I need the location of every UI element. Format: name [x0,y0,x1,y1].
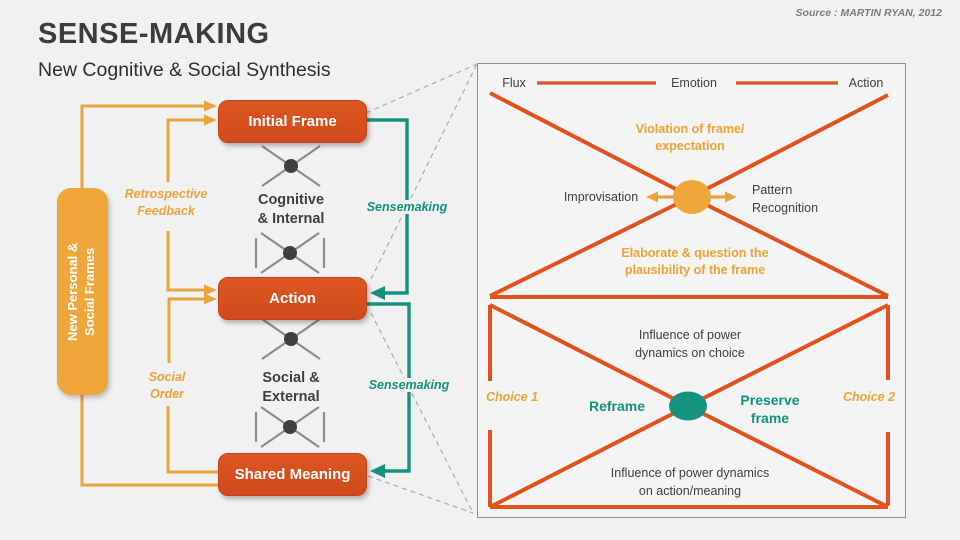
sensemaking-label-top: Sensemaking [363,200,451,214]
reframe-node [669,391,707,421]
choice-2-label: Choice 2 [842,390,896,404]
action-box: Action [218,277,367,320]
emotion-label: Emotion [671,76,717,90]
elaborate-label: Elaborate & question the plausibility of… [621,246,769,277]
improvisation-label: Improvisation [563,190,639,204]
panel-lower-bowtie [488,303,890,509]
initial-frame-box: Initial Frame [218,100,367,143]
page-title: SENSE-MAKING [38,18,270,50]
callout-panel [477,63,906,518]
flux-label: Flux [502,76,526,90]
dashed-callout-lines [365,63,478,514]
preserve-frame-label: Preserve frame [740,392,800,426]
bowtie-icon-barred-2 [254,406,326,448]
pattern-recognition-label: Pattern Recognition [752,183,819,215]
bowtie-icon-cognitive [261,145,321,187]
page-subtitle: New Cognitive & Social Synthesis [38,59,331,81]
teal-arrowheads [370,286,385,478]
violation-label: Violation of frame/ expectation [635,122,745,153]
action-label: Action [848,76,884,90]
shared-meaning-box: Shared Meaning [218,453,367,496]
retrospective-feedback-label: Retrospective Feedback [124,187,208,218]
social-external-label: Social & External [262,370,320,405]
new-frames-box: New Personal & Social Frames [57,188,108,395]
teal-sensemaking-lines [366,118,411,473]
choice-1-label: Choice 1 [485,390,539,404]
new-frames-box-label: New Personal & Social Frames [65,242,98,341]
cognitive-internal-label: Cognitive & Internal [257,192,325,227]
pattern-arrowhead [725,191,737,203]
influence-choice-label: Influence of power dynamics on choice [635,328,745,360]
yellow-flow-lines [80,104,218,487]
violation-node [673,180,711,214]
influence-action-label: Influence of power dynamics on action/me… [610,466,770,498]
yellow-arrowheads [204,100,217,305]
bowtie-icon-barred-1 [254,232,326,274]
improvisation-arrowhead [646,191,658,203]
sensemaking-label-bottom: Sensemaking [365,378,453,392]
source-credit: Source : MARTIN RYAN, 2012 [795,7,942,19]
bowtie-icon-social [261,318,321,360]
reframe-label: Reframe [588,398,646,414]
social-order-label: Social Order [148,370,186,401]
panel-upper-bowtie [489,81,889,299]
